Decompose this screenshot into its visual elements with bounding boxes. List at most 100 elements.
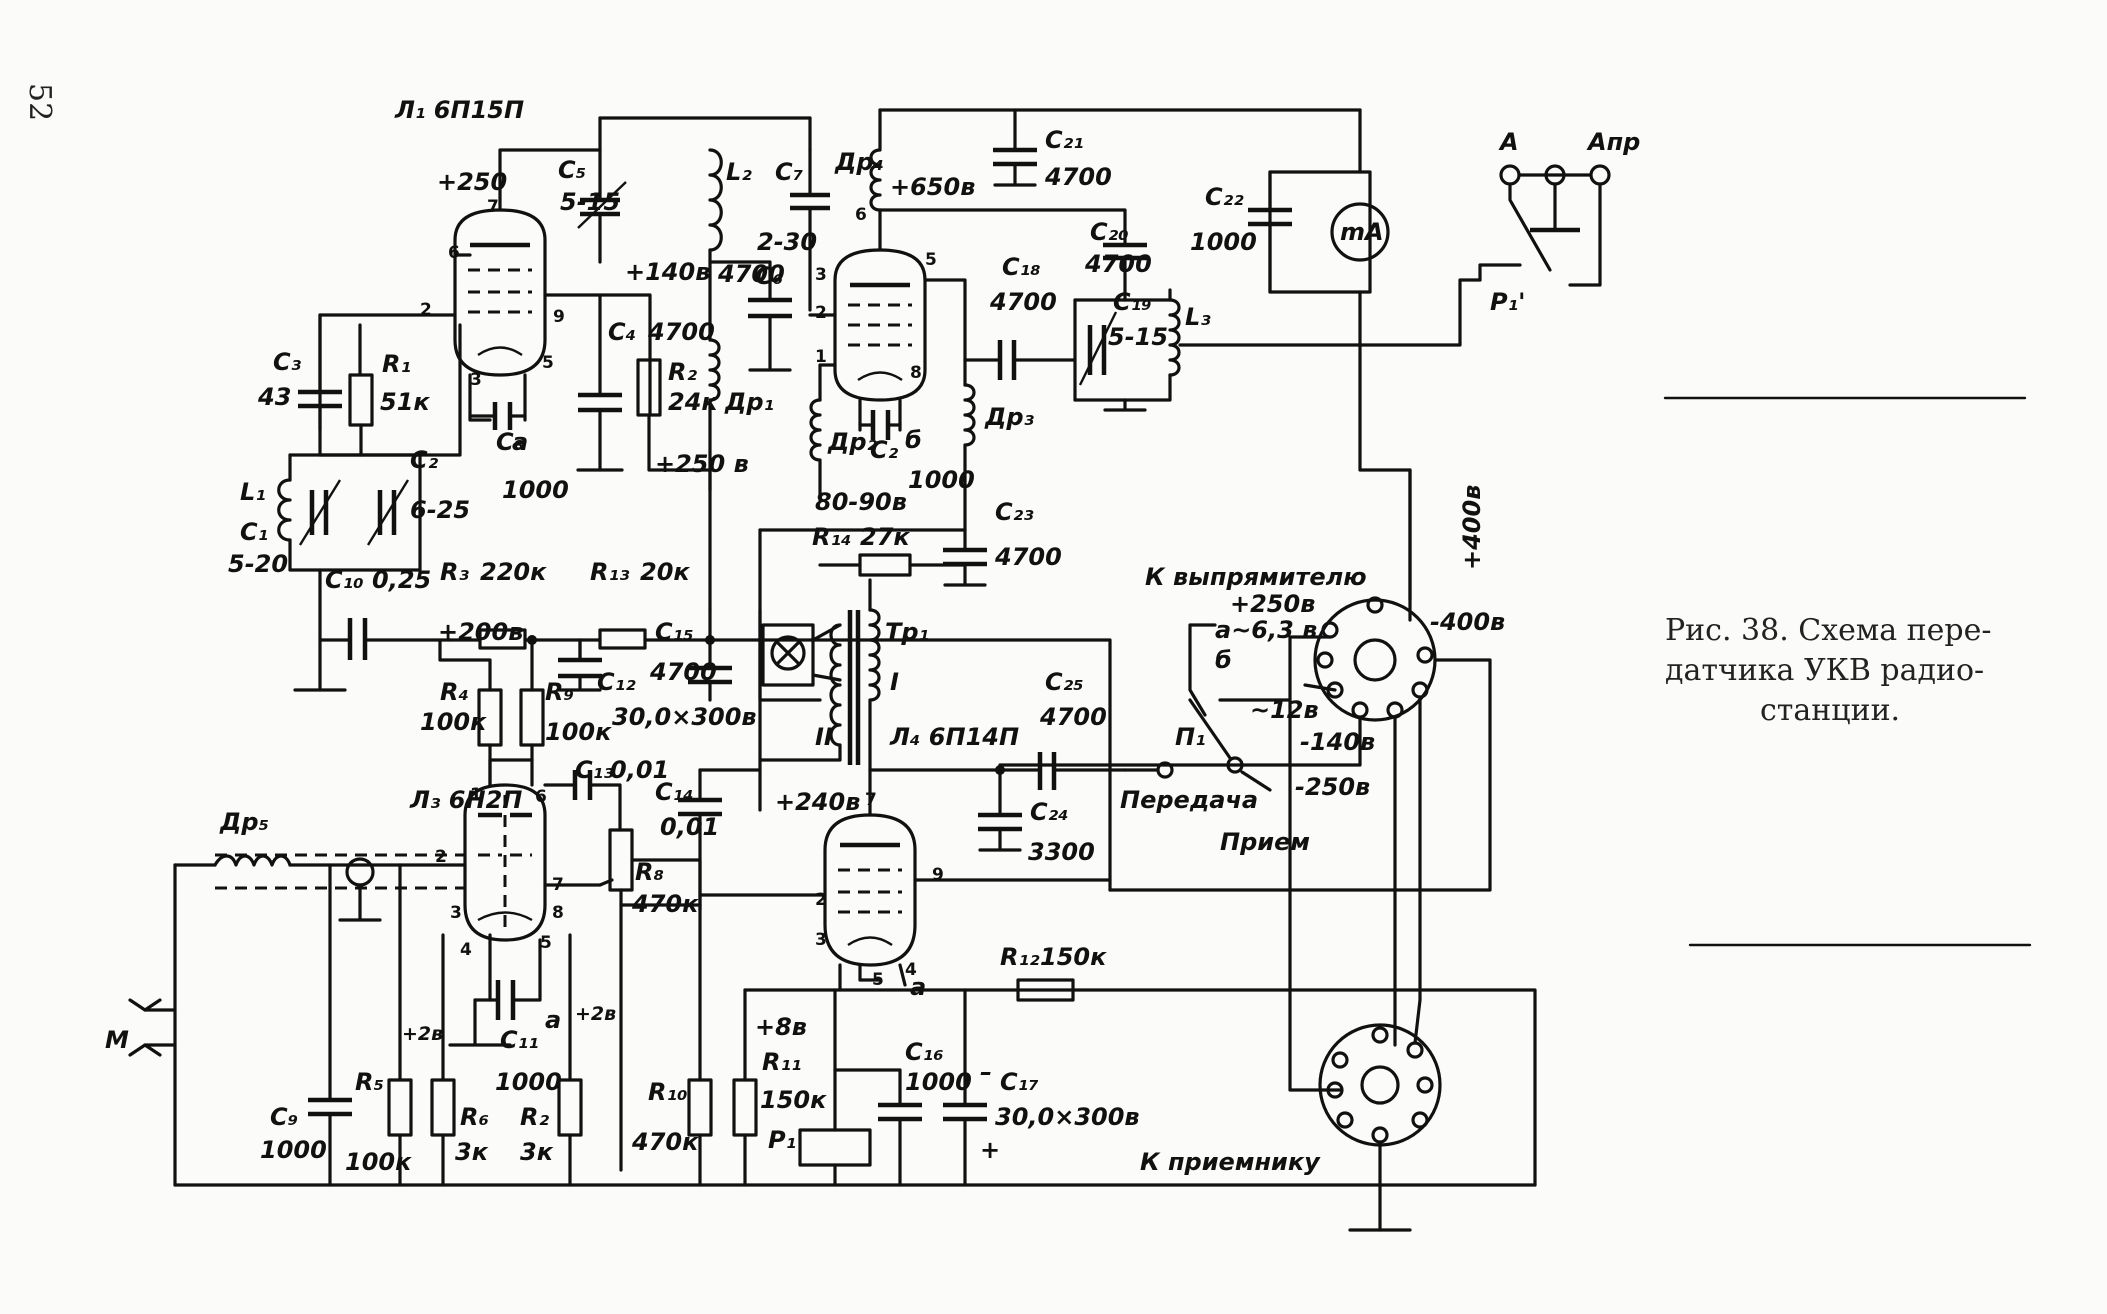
svg-text:+250 в: +250 в (655, 450, 749, 478)
svg-text:R₂: R₂ (520, 1103, 549, 1131)
svg-text:0,01: 0,01 (660, 813, 719, 841)
svg-text:C₄: C₄ (608, 318, 636, 346)
svg-text:II: II (815, 723, 833, 751)
capacitor-c7: C₇ 2-30 (757, 148, 830, 312)
svg-text:C₁₀: C₁₀ (325, 566, 364, 594)
mic-input: Др₅ М (105, 808, 1537, 1187)
cathode-network: R₅ 100к +2в R₆ 3к R₂ 3к +2в C₁₁ а 1000 (345, 863, 616, 1187)
bias-line: R₃ 220к R₁₃ 20к +200в (438, 558, 1112, 892)
tube-l4: Л₄ 6П14П +240в 7 2 9 3 5 4 а (698, 723, 1112, 1001)
svg-text:4: 4 (460, 940, 472, 960)
svg-text:а: а (910, 973, 926, 1001)
svg-text:0,01: 0,01 (610, 756, 669, 784)
svg-text:5: 5 (540, 933, 552, 953)
svg-text:-250в: -250в (1295, 773, 1370, 801)
svg-text:1000: 1000 (1190, 228, 1257, 256)
svg-text:3: 3 (815, 265, 827, 285)
tube-l2: 6 5 3 2 1 8 Др₄ +650в Др₂ 80-90в (808, 108, 1127, 516)
svg-text:51к: 51к (380, 388, 430, 416)
rectifier-connector: К выпрямителю +250в -400в а~6,3 в б ~12в… (998, 468, 1505, 1092)
svg-text:C₂₀: C₂₀ (1090, 218, 1129, 246)
svg-text:К выпрямителю: К выпрямителю (1145, 563, 1367, 591)
svg-text:+8в: +8в (755, 1013, 807, 1041)
svg-text:C₂: C₂ (870, 436, 899, 464)
svg-text:470к: 470к (631, 1128, 699, 1156)
svg-text:9: 9 (932, 865, 944, 885)
svg-text:4700: 4700 (1044, 163, 1112, 191)
svg-text:C₂: C₂ (410, 446, 439, 474)
svg-text:20к: 20к (640, 558, 690, 586)
svg-text:+650в: +650в (890, 173, 975, 201)
svg-text:5: 5 (542, 353, 554, 373)
svg-text:Р₁: Р₁ (768, 1126, 796, 1154)
svg-text:43: 43 (257, 383, 291, 411)
svg-text:4: 4 (905, 960, 917, 980)
svg-text:C₁₁: C₁₁ (500, 1026, 539, 1054)
svg-text:Др₄: Др₄ (834, 148, 884, 176)
grid-circuit: C₃ 43 R₁ 51к L₁ C₁ 5-20 C₂ 6-25 C₁₀ 0,25 (228, 313, 470, 692)
svg-text:C₁₇: C₁₇ (1000, 1068, 1039, 1096)
caption-line-1: Рис. 38. Схема пере- (1665, 613, 1992, 648)
svg-text:0,25: 0,25 (372, 566, 431, 594)
svg-text:L₃: L₃ (1185, 303, 1211, 331)
svg-text:R₁₄: R₁₄ (812, 523, 852, 551)
v250-label: +250 (437, 168, 507, 196)
svg-text:3300: 3300 (1028, 838, 1095, 866)
svg-text:+2в: +2в (402, 1023, 443, 1045)
choke-dr1: Др₁ (708, 338, 774, 612)
svg-text:C₂₂: C₂₂ (1205, 183, 1244, 211)
svg-text:+: + (980, 1136, 1000, 1164)
svg-text:3: 3 (470, 370, 482, 390)
caption-line-3: станции. (1760, 693, 1900, 728)
capacitor-c21: C₂₁ 4700 (993, 108, 1112, 191)
svg-text:7: 7 (487, 197, 499, 217)
svg-text:+2в: +2в (575, 1003, 616, 1025)
svg-text:mA: mA (1340, 218, 1384, 246)
svg-text:6: 6 (448, 243, 460, 263)
svg-text:C₂₁: C₂₁ (1045, 126, 1084, 154)
capacitor-c4: C₄ 4700 (576, 293, 715, 472)
transformer-tr1: Тр₁ I II (758, 578, 929, 772)
capacitor-c14: C₁₄ 0,01 (655, 768, 762, 907)
svg-text:100к: 100к (345, 1148, 412, 1176)
svg-text:27к: 27к (860, 523, 910, 551)
svg-text:30,0×300в: 30,0×300в (995, 1103, 1140, 1131)
resistor-r8: R₈ 470к (598, 828, 702, 1172)
svg-text:6: 6 (535, 787, 547, 807)
capacitor-c24-c25: C₂₅ 4700 C₂₄ 3300 (868, 668, 1127, 866)
svg-text:Др₃: Др₃ (984, 403, 1035, 431)
resistor-r4: R₄ 100к (420, 638, 503, 787)
caption: Рис. 38. Схема пере- датчика УКВ радио- … (1663, 396, 2032, 947)
svg-text:+250в: +250в (1230, 590, 1315, 618)
svg-text:–: – (980, 1058, 992, 1086)
svg-text:C₂₄: C₂₄ (1030, 798, 1069, 826)
svg-text:C₇: C₇ (775, 158, 804, 186)
svg-text:R₂: R₂ (668, 358, 697, 386)
svg-text:4700: 4700 (717, 260, 785, 288)
svg-text:2: 2 (815, 303, 827, 323)
resistor-r9: R₉ 100к (519, 638, 612, 762)
svg-text:4700: 4700 (994, 543, 1062, 571)
svg-text:1000: 1000 (495, 1068, 562, 1096)
svg-text:5-15: 5-15 (1108, 323, 1168, 351)
svg-text:а: а (512, 428, 528, 456)
svg-text:4700: 4700 (1039, 703, 1107, 731)
tube-l1: Л₁ 6П15П +250 7 6 2 9 3 5 (318, 96, 652, 432)
svg-text:Л₃ 6Н2П: Л₃ 6Н2П (409, 786, 522, 814)
svg-text:C₂₃: C₂₃ (995, 498, 1034, 526)
svg-text:R₁₃: R₁₃ (590, 558, 630, 586)
svg-text:4700: 4700 (989, 288, 1057, 316)
resistor-r2: R₂ 24к +250 в (636, 358, 749, 492)
svg-text:L₂: L₂ (726, 158, 752, 186)
svg-text:2: 2 (435, 847, 447, 867)
switch-p1: П₁ Передача Прием (1120, 623, 1310, 856)
c8-label: C₈ (496, 428, 524, 456)
svg-text:2-30: 2-30 (757, 228, 817, 256)
svg-text:R₁: R₁ (382, 350, 411, 378)
svg-text:C₂₅: C₂₅ (1045, 668, 1084, 696)
svg-text:R₉: R₉ (545, 678, 574, 706)
svg-text:R₁₁: R₁₁ (762, 1048, 802, 1076)
svg-text:1000: 1000 (502, 476, 569, 504)
caption-line-2: датчика УКВ радио- (1665, 653, 1984, 688)
